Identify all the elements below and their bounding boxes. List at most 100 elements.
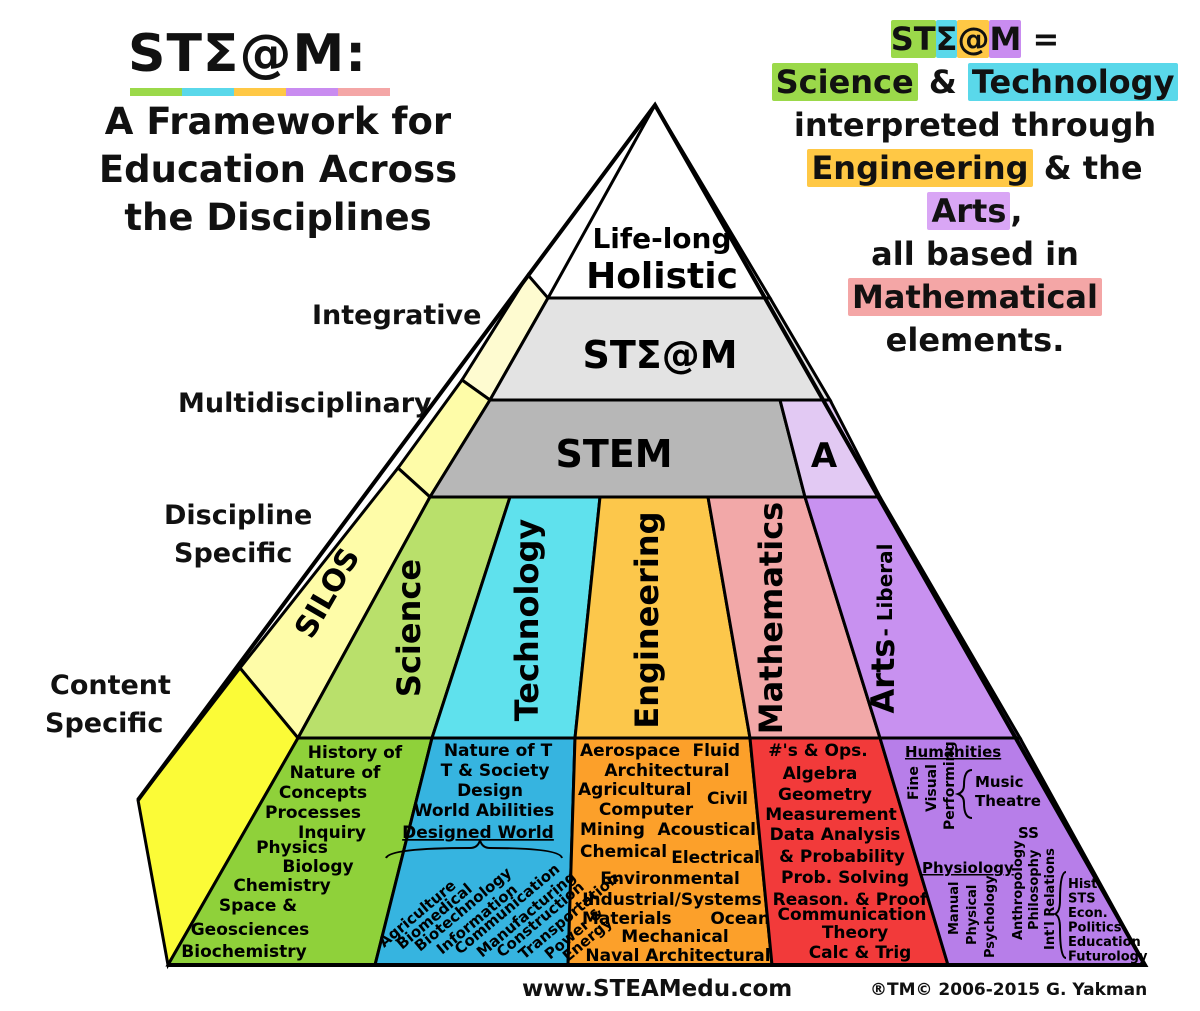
arts-performing: Performing — [942, 741, 958, 830]
arts-manual: Manual — [947, 882, 962, 935]
label-discipline-specific-1: Discipline — [164, 500, 313, 531]
mathematics-item: Calc & Trig — [809, 943, 912, 963]
engineering-item: Mechanical — [621, 927, 728, 947]
mathematics-item: #'s & Ops. — [768, 741, 867, 761]
science-item: Processes — [265, 803, 361, 823]
engineering-item: Agricultural — [578, 780, 691, 800]
science-item: Space & — [219, 896, 297, 916]
engineering-item: Electrical — [671, 848, 760, 868]
engineering-item: Industrial/Systems — [582, 890, 762, 910]
engineering-item: Fluid — [692, 741, 740, 761]
column-label-mathematics: Mathematics — [752, 502, 790, 734]
title-stripe-4 — [286, 88, 338, 96]
engineering-item: Architectural — [604, 761, 729, 781]
definition-line-5: all based in — [871, 235, 1079, 273]
definition-engineering: Engineering — [807, 149, 1033, 187]
tier-steam-label: STΣ@M — [582, 333, 737, 377]
arts-ss: SS — [1018, 824, 1039, 842]
label-discipline-specific-2: Specific — [174, 538, 293, 569]
definition-line-3: interpreted through — [793, 106, 1157, 144]
subtitle-line-3: the Disciplines — [124, 196, 432, 239]
mathematics-item: Reason. & Proof — [773, 890, 928, 910]
footer-copyright: ®TM© 2006-2015 G. Yakman — [870, 980, 1148, 1000]
label-content-specific-1: Content — [50, 670, 171, 701]
engineering-item: Computer — [599, 800, 694, 820]
engineering-item: Aerospace — [580, 741, 680, 761]
technology-brace — [385, 839, 563, 859]
label-content-specific-2: Specific — [45, 708, 164, 739]
definition-amp: & — [928, 63, 957, 101]
science-item: Geosciences — [191, 920, 310, 940]
arts-physical: Physical — [965, 885, 980, 945]
definition-amp-the: & the — [1043, 149, 1143, 187]
arts-psychology: Psychology — [983, 875, 998, 958]
title-stripe-3 — [234, 88, 286, 96]
arts-list-item: Futurology — [1068, 950, 1148, 965]
tier-a-label: A — [811, 436, 838, 476]
subtitle-line-1: A Framework for — [104, 100, 452, 143]
mathematics-item: Measurement — [765, 805, 897, 825]
mathematics-item: Algebra — [783, 764, 858, 784]
science-item: Physics — [256, 838, 328, 858]
arts-list-item: STS — [1068, 892, 1096, 907]
arts-intl-relations: Int'l Relations — [1043, 848, 1058, 950]
definition-science: Science — [771, 63, 918, 101]
science-item: History of — [308, 743, 403, 763]
pyramid-outline — [136, 101, 1149, 967]
tier-stem-label: STEM — [555, 432, 672, 476]
arts-list-item: Politics — [1068, 921, 1122, 936]
arts-humanities: Humanities — [905, 743, 1001, 761]
mathematics-item: Data Analysis — [770, 825, 901, 845]
column-sublabel-arts: - Liberal — [873, 544, 897, 637]
title-stripe-1 — [130, 88, 182, 96]
science-item: Biochemistry — [181, 942, 306, 962]
arts-physiology: Physiology — [922, 859, 1014, 877]
mathematics-item: Communication — [778, 905, 927, 925]
science-item: Biology — [282, 857, 353, 877]
head-letters-st: ST — [890, 20, 936, 58]
technology-item: Designed World — [402, 823, 554, 843]
arts-philosophy: Philosophy — [1027, 849, 1042, 930]
arts-list-item: Hist. — [1068, 877, 1102, 892]
technology-item: World Abilities — [414, 801, 555, 821]
engineering-item: Chemical — [580, 842, 667, 862]
arts-list-item: Econ. — [1068, 906, 1108, 921]
column-label-science: Science — [390, 559, 428, 697]
definition-mathematical: Mathematical — [848, 278, 1102, 316]
column-label-technology: Technology — [508, 519, 546, 722]
tier-holistic-line2: Holistic — [586, 256, 738, 297]
definition-comma: , — [1010, 192, 1023, 230]
definition-line-4: Engineering & the Arts, — [770, 147, 1180, 233]
head-letter-sigma: Σ — [935, 20, 958, 58]
mathematics-item: Theory — [822, 923, 888, 943]
technology-item: T & Society — [441, 761, 550, 781]
science-item: Concepts — [279, 783, 367, 803]
engineering-item: Acoustical — [658, 820, 756, 840]
mathematics-item: Geometry — [778, 785, 872, 805]
subtitle-line-2: Education Across — [98, 148, 458, 191]
science-item: Inquiry — [298, 823, 366, 843]
definition-elements: elements. — [885, 321, 1065, 359]
definition-equals: = — [1032, 20, 1060, 58]
engineering-item: Materials — [582, 909, 672, 929]
head-letter-m: M — [989, 20, 1022, 58]
definition-head: STΣ@M — [890, 20, 1022, 58]
label-multidisciplinary: Multidisciplinary — [178, 388, 432, 419]
arts-anthropology: Anthropology — [1011, 840, 1026, 940]
technology-item: Nature of T — [444, 741, 553, 761]
arts-theatre: Theatre — [975, 792, 1041, 810]
engineering-item: Ocean — [710, 909, 770, 929]
footer-url[interactable]: www.STEAMedu.com — [522, 976, 793, 1002]
arts-list-item: Education — [1068, 935, 1141, 950]
title-stripe-5 — [338, 88, 390, 96]
definition-block: STΣ@M = Science & Technology interpreted… — [770, 18, 1180, 362]
subtitle: A Framework for Education Across the Dis… — [88, 98, 468, 242]
engineering-item: Mining — [580, 820, 645, 840]
definition-line-6: Mathematical elements. — [770, 276, 1180, 362]
engineering-item: Civil — [707, 789, 748, 809]
science-item: Chemistry — [233, 876, 330, 896]
